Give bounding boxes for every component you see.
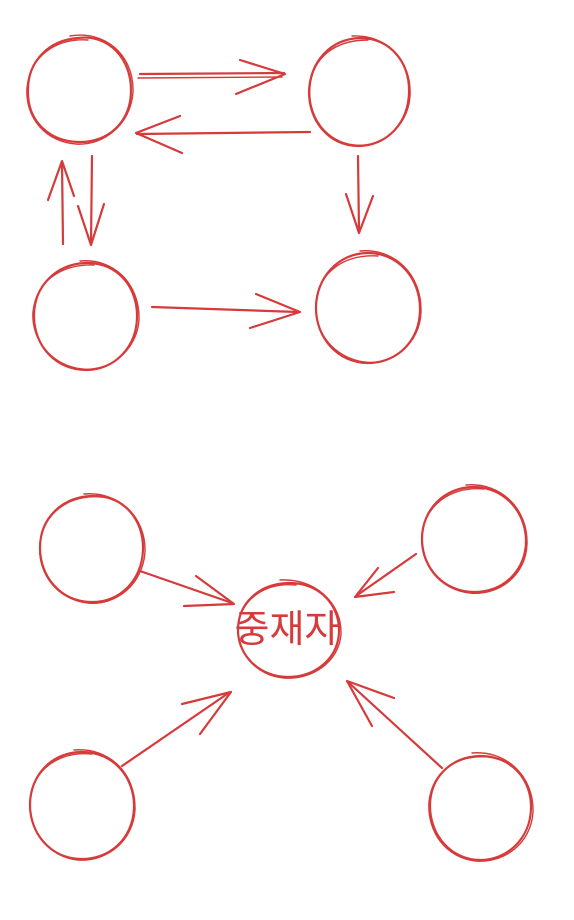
peripheral-node-bottom-right bbox=[428, 752, 534, 862]
direct-communication-diagram bbox=[26, 34, 422, 372]
node-top-left bbox=[26, 34, 134, 145]
edge-top-left-to-bottom-left bbox=[76, 154, 106, 247]
edge-top-right-to-bottom-right bbox=[344, 154, 375, 235]
mediator-diagram: 중재자 bbox=[28, 484, 534, 862]
mediator-label: 중재자 bbox=[235, 607, 340, 651]
arrow-top-left-to-mediator bbox=[138, 569, 236, 608]
peripheral-node-top-right bbox=[420, 484, 528, 594]
edge-bottom-left-to-bottom-right bbox=[150, 292, 302, 330]
arrow-bottom-left-to-mediator bbox=[120, 690, 233, 768]
edge-top-right-to-top-left bbox=[134, 114, 312, 155]
arrow-top-right-to-mediator bbox=[353, 552, 418, 599]
mediator-node: 중재자 bbox=[235, 579, 342, 679]
peripheral-node-top-left bbox=[38, 493, 146, 604]
edge-bottom-left-to-top-left bbox=[46, 159, 76, 246]
node-bottom-right bbox=[314, 250, 422, 365]
node-top-right bbox=[307, 35, 411, 148]
node-bottom-left bbox=[32, 260, 140, 372]
peripheral-node-bottom-left bbox=[28, 749, 136, 861]
edge-top-left-to-top-right bbox=[137, 58, 287, 96]
arrow-bottom-right-to-mediator bbox=[345, 679, 444, 770]
